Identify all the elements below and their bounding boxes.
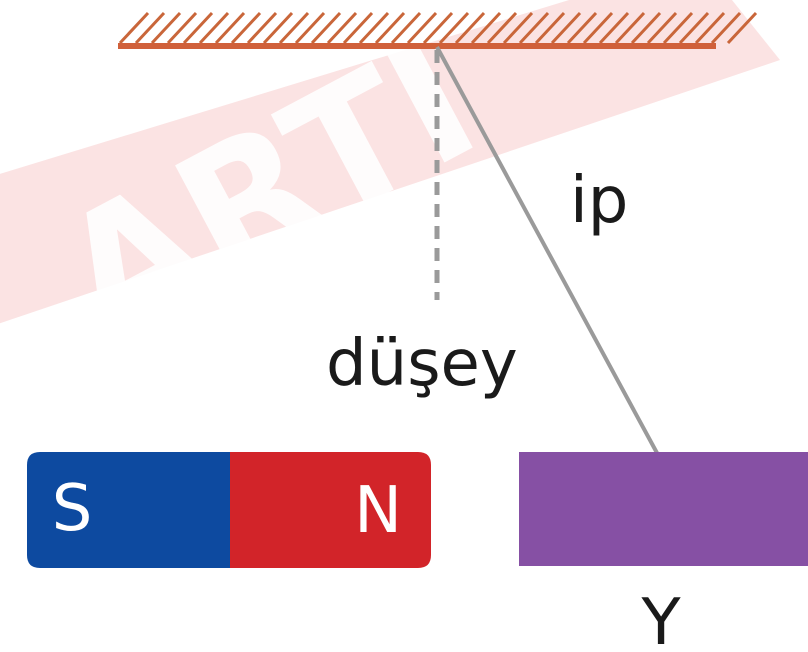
hatch-mark — [438, 11, 470, 45]
hatch-mark — [630, 11, 662, 45]
hatch-mark — [390, 11, 422, 45]
ceiling — [118, 11, 758, 49]
object-y-label: Y — [640, 586, 681, 652]
magnet-north-pole — [230, 452, 431, 568]
magnet-south-pole — [27, 452, 230, 568]
ceiling-hatching — [118, 11, 758, 45]
hatch-mark — [198, 11, 230, 45]
hatch-mark — [470, 11, 502, 45]
hatch-mark — [166, 11, 198, 45]
magnet-north-label: N — [354, 474, 402, 548]
hatch-mark — [262, 11, 294, 45]
hatch-mark — [358, 11, 390, 45]
hatch-mark — [294, 11, 326, 45]
watermark-band — [0, 0, 780, 324]
hatch-mark — [598, 11, 630, 45]
hatch-mark — [134, 11, 166, 45]
hatch-mark — [310, 11, 342, 45]
hatch-mark — [710, 11, 742, 45]
hatch-mark — [534, 11, 566, 45]
hatch-mark — [406, 11, 438, 45]
bar-magnet: S N — [27, 452, 431, 568]
hatch-mark — [726, 11, 758, 45]
hatch-mark — [454, 11, 486, 45]
hatch-mark — [566, 11, 598, 45]
hatch-mark — [678, 11, 710, 45]
hatch-mark — [246, 11, 278, 45]
watermark: ARTI — [0, 0, 780, 381]
hatch-mark — [182, 11, 214, 45]
hatch-mark — [518, 11, 550, 45]
vertical-label: düşey — [326, 327, 518, 401]
watermark-text: ARTI — [30, 2, 506, 381]
hatch-mark — [230, 11, 262, 45]
hatch-mark — [646, 11, 678, 45]
hatch-mark — [374, 11, 406, 45]
hatch-mark — [582, 11, 614, 45]
hatch-mark — [694, 11, 726, 45]
string-label: ip — [570, 164, 628, 238]
hatch-mark — [326, 11, 358, 45]
hatch-mark — [422, 11, 454, 45]
hatch-mark — [486, 11, 518, 45]
hatch-mark — [502, 11, 534, 45]
hatch-mark — [342, 11, 374, 45]
hatch-mark — [150, 11, 182, 45]
hatch-mark — [214, 11, 246, 45]
hatch-mark — [278, 11, 310, 45]
object-y — [519, 452, 808, 566]
hatch-mark — [550, 11, 582, 45]
hatch-mark — [118, 11, 150, 45]
magnet-south-label: S — [52, 472, 93, 546]
hatch-mark — [614, 11, 646, 45]
pendulum-string — [435, 46, 659, 454]
hatch-mark — [662, 11, 694, 45]
